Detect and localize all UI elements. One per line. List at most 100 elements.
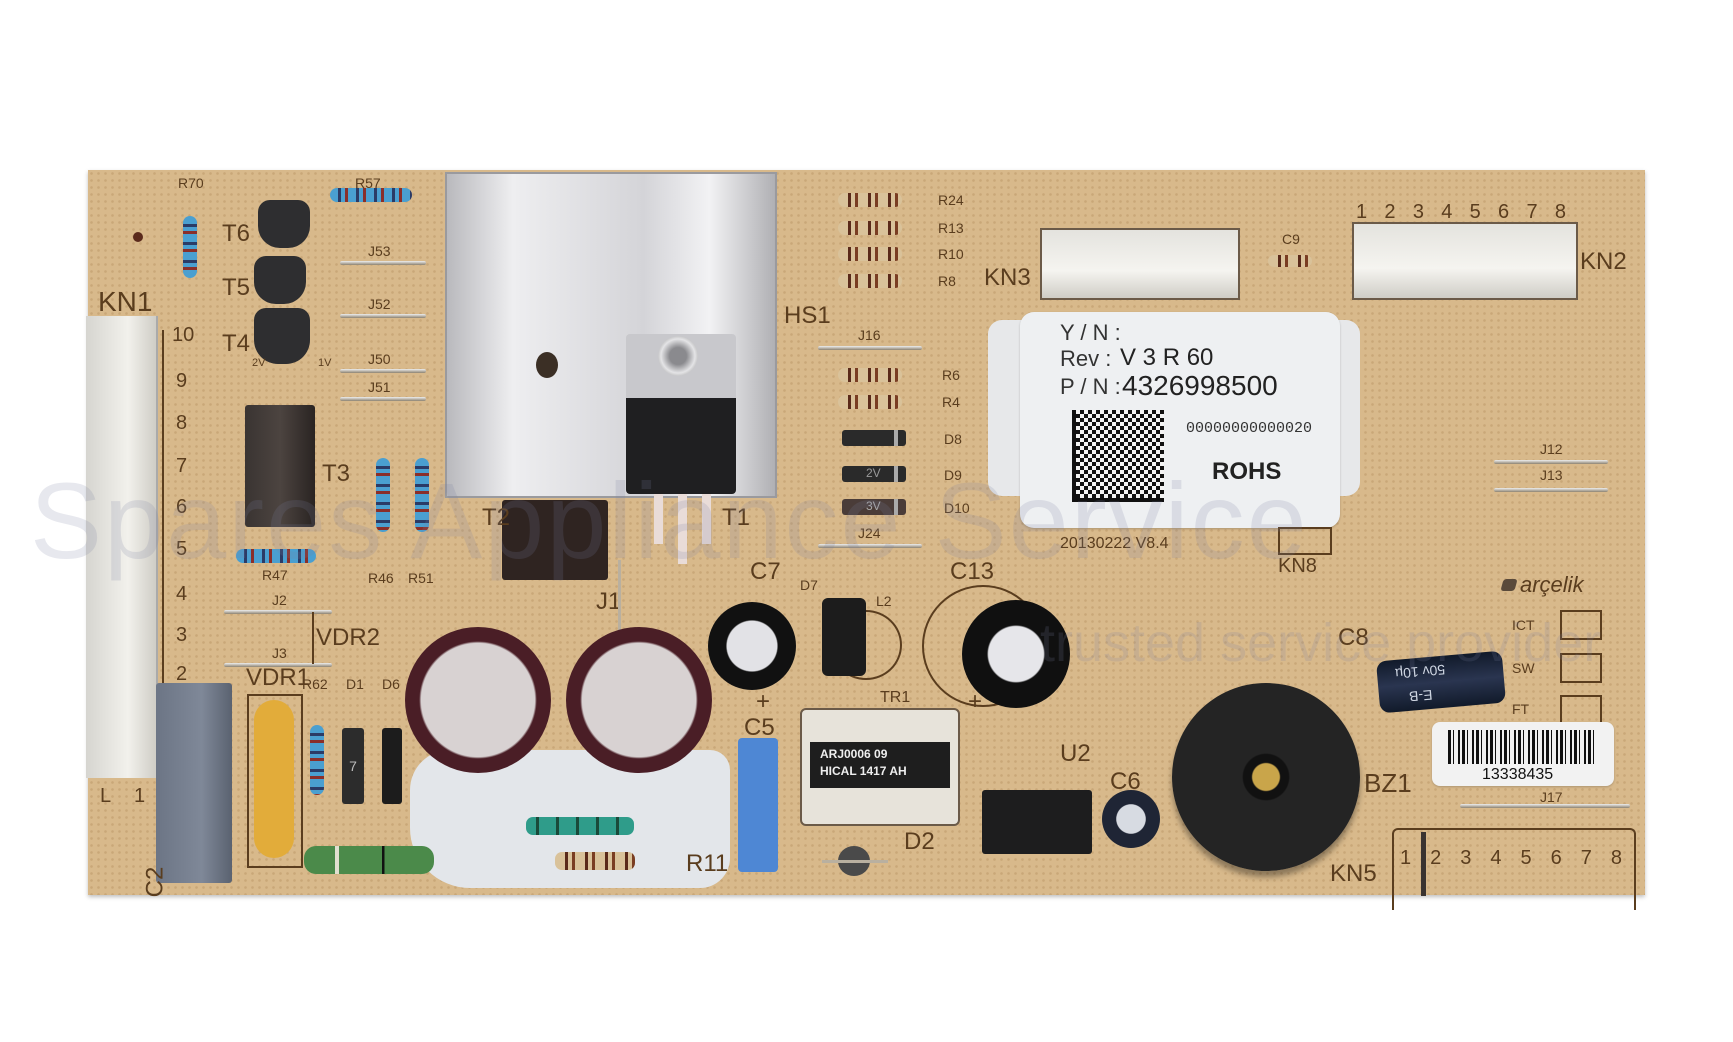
t2-label: T2 xyxy=(482,504,511,531)
d7-diode xyxy=(822,598,866,676)
r47-resistor xyxy=(236,549,316,563)
t4-pin2-mark: 2V xyxy=(252,357,266,369)
j24-jumper xyxy=(818,544,922,548)
arcelik-logo: arçelik xyxy=(1500,572,1584,598)
r6-resistor xyxy=(838,368,902,382)
d9-marking: 2V xyxy=(866,466,881,480)
kn2-pin-4: 4 xyxy=(1441,201,1453,223)
kn1-pin-7: 7 xyxy=(176,455,188,477)
vdr1-label: VDR1 xyxy=(246,664,311,691)
kn5-pin-1: 1 xyxy=(1400,847,1412,869)
j2-jumper xyxy=(224,610,332,614)
kn1-pin-3: 3 xyxy=(176,624,188,646)
kn5-label: KN5 xyxy=(1330,860,1377,887)
j13-label: J13 xyxy=(1540,467,1563,483)
tr1-marking-line2: HICAL 1417 AH xyxy=(820,764,907,778)
datamatrix-code xyxy=(1072,410,1164,502)
kn5-pin-7: 7 xyxy=(1580,847,1592,869)
kn5-pin-numbers: 1 2 3 4 5 6 7 8 xyxy=(1400,848,1622,868)
mounting-hole xyxy=(133,232,143,242)
d9-label: D9 xyxy=(944,467,962,483)
r4-resistor xyxy=(838,395,902,409)
d6-diode xyxy=(382,728,402,804)
j50-label: J50 xyxy=(368,351,391,367)
c9-label: C9 xyxy=(1282,231,1300,247)
r11-resistor xyxy=(555,852,635,870)
kn5-slot xyxy=(1421,832,1426,896)
t5-transistor xyxy=(254,256,306,304)
j52-label: J52 xyxy=(368,296,391,312)
sticker-pn-label: P / N : xyxy=(1060,374,1121,399)
t3-triac xyxy=(245,405,315,527)
d1-marking: 7 xyxy=(349,758,357,774)
d10-diode: 3V xyxy=(842,499,906,515)
sticker-rev-value: V 3 R 60 xyxy=(1120,344,1214,371)
c5-label: C5 xyxy=(744,714,775,741)
teal-resistor xyxy=(526,817,634,835)
sticker-yn: Y / N : xyxy=(1060,320,1121,345)
r70-label: R70 xyxy=(178,175,204,191)
r8-resistor xyxy=(838,274,902,288)
j51-label: J51 xyxy=(368,379,391,395)
sticker-pn-value: 4326998500 xyxy=(1122,370,1278,401)
c6-capacitor xyxy=(1102,790,1160,848)
r46-label: R46 xyxy=(368,570,394,586)
kn1-pin-6: 6 xyxy=(176,496,188,518)
watermark-line1: Spares Appliance Service xyxy=(30,460,1309,581)
product-sticker: Y / N : Rev : V 3 R 60 P / N : 432699850… xyxy=(1020,312,1340,528)
t4-label: T4 xyxy=(222,330,251,357)
tr1-label: TR1 xyxy=(880,689,911,706)
t6-transistor xyxy=(258,200,310,248)
c2-x-capacitor xyxy=(156,683,232,883)
kn2-pin-numbers: 1 2 3 4 5 6 7 8 xyxy=(1356,202,1566,222)
test-label-ft: FT xyxy=(1512,701,1530,717)
j1-label: J1 xyxy=(596,588,622,615)
r57-resistor xyxy=(330,188,412,202)
d10-marking: 3V xyxy=(866,499,881,513)
pcb-code: 20130222 V8.4 xyxy=(1060,535,1169,552)
t1-lead xyxy=(678,494,687,564)
r47-label: R47 xyxy=(262,567,288,583)
watermark-line2: trusted service provider xyxy=(1040,613,1602,673)
green-resistor xyxy=(304,846,434,874)
c13-label: C13 xyxy=(950,558,995,585)
d8-label: D8 xyxy=(944,431,962,447)
kn1-pin-2: 2 xyxy=(176,663,188,685)
c7-capacitor xyxy=(708,602,796,690)
kn5-pin-3: 3 xyxy=(1460,847,1472,869)
kn1-pin-5: 5 xyxy=(176,538,188,560)
kn1-pin-4: 4 xyxy=(176,583,188,605)
bz1-label: BZ1 xyxy=(1364,768,1412,798)
j2-label: J2 xyxy=(272,592,287,608)
vdr1-varistor xyxy=(254,700,294,858)
test-label-sw: SW xyxy=(1512,660,1535,676)
r62-resistor xyxy=(310,725,324,795)
kn2-pin-6: 6 xyxy=(1498,201,1510,223)
kn2-label: KN2 xyxy=(1580,248,1627,275)
r8-label: R8 xyxy=(938,273,956,289)
kn2-pin-3: 3 xyxy=(1412,201,1424,223)
kn5-pin-5: 5 xyxy=(1520,847,1532,869)
t2-transistor xyxy=(502,500,608,580)
r4-label: R4 xyxy=(942,394,960,410)
vdr2-outline xyxy=(164,612,314,664)
barcode xyxy=(1448,730,1598,764)
test-box-ft xyxy=(1560,695,1602,725)
kn2-pin-8: 8 xyxy=(1554,201,1566,223)
j51-jumper xyxy=(340,397,426,401)
kn8-label: KN8 xyxy=(1278,555,1317,577)
c8-label: C8 xyxy=(1338,624,1369,651)
d9-diode: 2V xyxy=(842,466,906,482)
r13-resistor xyxy=(838,221,902,235)
test-label-ict: ICT xyxy=(1512,617,1535,633)
t4-transistor xyxy=(254,308,310,364)
kn1-pin-8: 8 xyxy=(176,412,188,434)
sticker-serial: 00000000000020 xyxy=(1186,420,1313,437)
r10-resistor xyxy=(838,247,902,261)
bulk-capacitor-2 xyxy=(566,627,712,773)
r46-resistor xyxy=(376,458,390,532)
t1-label: T1 xyxy=(722,504,751,531)
d1-label: D1 xyxy=(346,676,364,692)
r62-label: R62 xyxy=(302,676,328,692)
kn2-pin-7: 7 xyxy=(1526,201,1538,223)
